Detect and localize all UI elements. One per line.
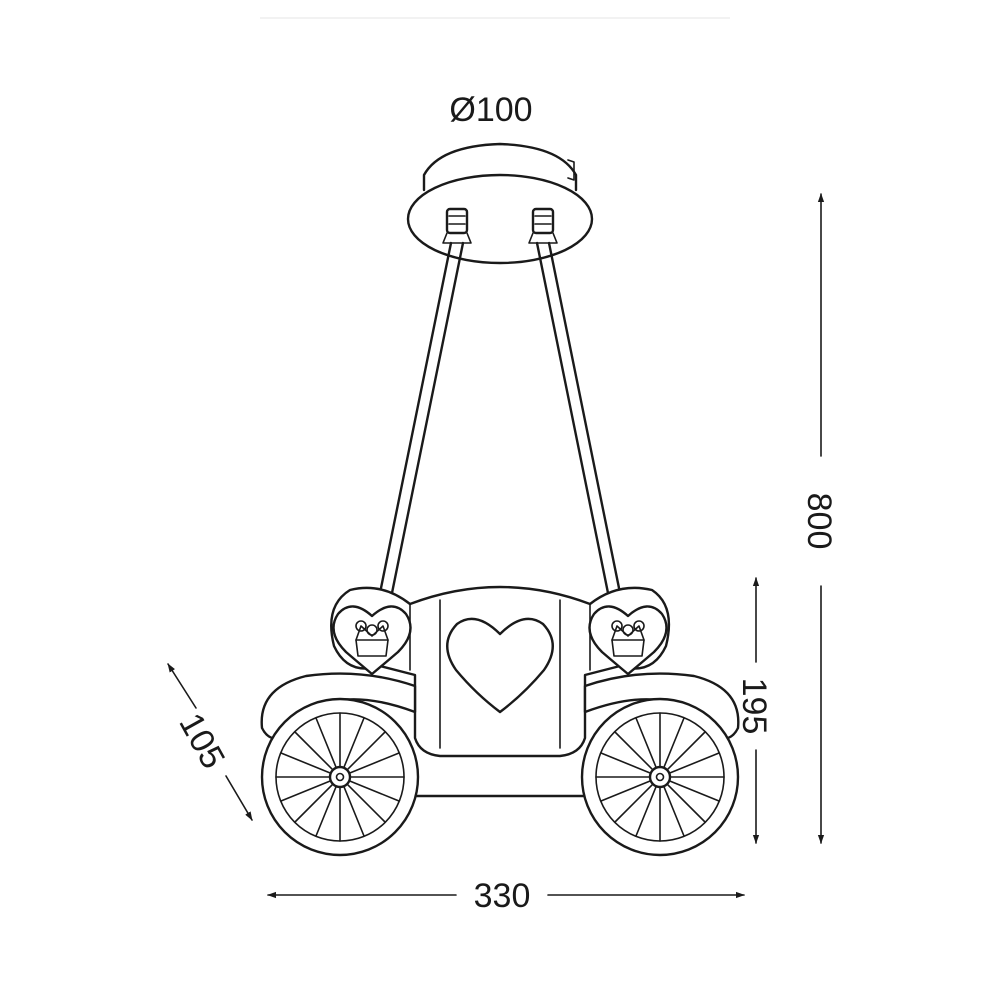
right-wheel: [580, 697, 740, 857]
suspension-rods: [378, 241, 622, 595]
dimension-depth: 105: [167, 663, 253, 821]
left-crown-emblem: [332, 605, 412, 676]
dimension-canopy-diameter: Ø100: [449, 91, 532, 129]
depth-arrow-top: [167, 663, 197, 709]
dimension-body-height: 195: [735, 577, 773, 844]
heart-window: [446, 617, 554, 714]
width-label: 330: [474, 877, 531, 915]
depth-arrow-bottom: [225, 775, 253, 821]
dimension-total-height: 800: [800, 193, 838, 844]
body-height-label: 195: [735, 678, 773, 735]
dimension-width: 330: [267, 877, 745, 915]
depth-label: 105: [171, 707, 232, 775]
total-height-label: 800: [800, 493, 838, 550]
ceiling-canopy: [406, 142, 594, 265]
left-cable-clamp: [442, 207, 472, 244]
carriage-lamp: [260, 585, 740, 857]
left-wheel: [260, 697, 420, 857]
canopy-diameter-label: Ø100: [449, 91, 532, 129]
right-crown-emblem: [588, 605, 668, 676]
right-cable-clamp: [528, 207, 558, 244]
